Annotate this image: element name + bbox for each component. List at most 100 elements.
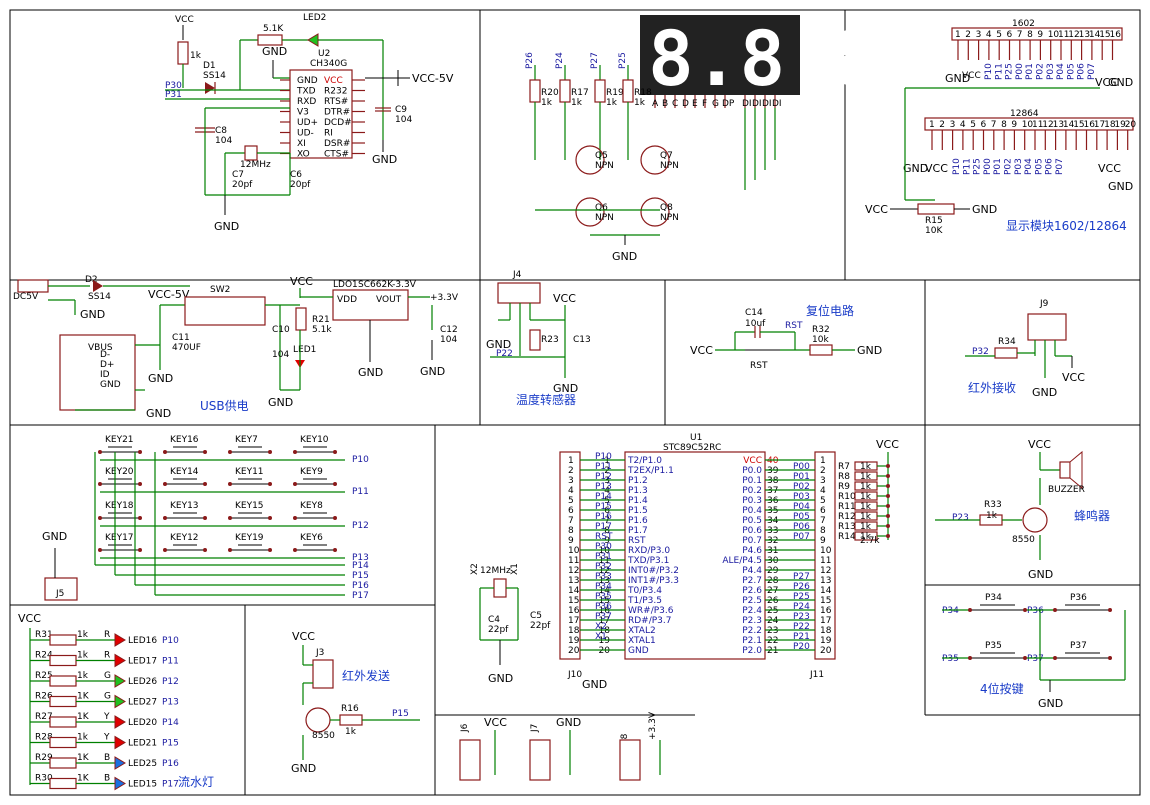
mcu-pin-left: WR#/P3.6 <box>628 606 674 616</box>
mcu-pin-right: P0.4 <box>742 506 762 516</box>
lcd1602-pin-number: 11 <box>1058 30 1069 40</box>
mcu-pin-number: 21 <box>767 646 778 656</box>
gnd-pin-label: GND <box>100 380 121 390</box>
rst-net: RST <box>785 321 803 331</box>
u1-label: U1 <box>690 433 702 443</box>
lcd-net: P02 <box>1036 63 1046 80</box>
p22-net: P22 <box>496 349 513 359</box>
junction-dot <box>268 548 272 552</box>
key-row-net: P12 <box>352 521 369 531</box>
flow-resistor-label: R31 <box>35 630 53 640</box>
digit-resistor-label: R20 <box>541 88 559 98</box>
lcd12864-pin-number: 9 <box>1011 120 1017 130</box>
junction-dot <box>886 504 890 508</box>
junction-dot <box>293 450 297 454</box>
mcu-pin-number: 10 <box>599 546 611 556</box>
mcu-pin-number: 16 <box>599 606 611 616</box>
header-pin-number: 13 <box>820 576 831 586</box>
led1-label: LED1 <box>293 345 316 355</box>
junction-dot <box>886 484 890 488</box>
r15-label: R15 <box>925 216 943 226</box>
header-pin-number: 16 <box>568 606 580 616</box>
gnd-label: GND <box>945 72 970 85</box>
r33-value: 1k <box>986 511 998 521</box>
mcu-pin-number: 32 <box>767 536 778 546</box>
j6-label: J6 <box>460 723 470 733</box>
lcd12864-pin-number: 14 <box>1063 120 1075 130</box>
header-pin-number: 9 <box>568 536 574 546</box>
resistor-r16 <box>339 714 363 726</box>
junction-dot <box>228 548 232 552</box>
mcu-net-left: P30 <box>595 542 612 552</box>
r32-value: 10k <box>812 335 829 345</box>
digit-resistor <box>529 79 541 103</box>
lcd12864-pin-number: 3 <box>950 120 956 130</box>
header-pin-number: 7 <box>568 516 574 526</box>
lcd12864-pin-number: 18 <box>1104 120 1116 130</box>
resistor-r32 <box>809 344 833 356</box>
flow-led-color: B <box>104 753 110 763</box>
buzzer-label: BUZZER <box>1048 485 1085 495</box>
mcu-net-right: P24 <box>793 602 810 612</box>
segment-label: B <box>662 99 668 109</box>
pullup-array-value: 2.7k <box>860 536 880 546</box>
seven-segment-display <box>640 15 800 95</box>
ch340-pin-left: XO <box>297 150 310 160</box>
lcd1602-pin-number: 16 <box>1110 30 1122 40</box>
header-pin-number: 10 <box>820 546 832 556</box>
flow-resistor-label: R25 <box>35 671 53 681</box>
flow-led-icon <box>114 756 126 770</box>
j7-header <box>529 739 551 781</box>
key-row-net: P13 <box>352 553 369 563</box>
section-borders <box>9 9 1141 796</box>
lcd1602-pin-number: 2 <box>965 30 971 40</box>
flow-resistor <box>49 736 77 749</box>
display-digits: 8.8.8.8 <box>648 14 968 103</box>
d1-label: D1 <box>203 61 216 71</box>
transistor-8550-icon <box>1022 507 1048 533</box>
lcd-net: P11 <box>994 63 1004 80</box>
junction-dot <box>1053 608 1057 612</box>
mcu-pin-left: INT1#/P3.3 <box>628 576 679 586</box>
transistor-label: Q7 <box>660 151 673 161</box>
junction-dot <box>293 548 297 552</box>
c9-value: 104 <box>395 115 412 125</box>
flow-resistor <box>49 634 77 646</box>
ldo-chip <box>332 289 409 321</box>
mcu-pin-number: 7 <box>604 516 610 526</box>
key-label: KEY16 <box>170 435 199 445</box>
key-label: KEY7 <box>235 435 258 445</box>
key-row-net: P10 <box>352 455 369 465</box>
mcu-pin-number: 24 <box>767 616 779 626</box>
lcd-net: P11 <box>962 158 972 175</box>
pullup-value: 1k <box>860 482 872 492</box>
buzzer-icon <box>1059 461 1071 479</box>
header-pin-number: 2 <box>568 466 574 476</box>
junction-dot <box>886 534 890 538</box>
mcu-pin-left: INT0#/P3.2 <box>628 566 679 576</box>
gnd-label: GND <box>268 396 293 409</box>
v33-label: +3.3V <box>648 711 658 740</box>
mcu-pin-number: 25 <box>767 606 778 616</box>
mcu-pin-right: P2.4 <box>742 606 762 616</box>
segment-label: F <box>702 99 707 109</box>
mcu-pin-number: 38 <box>767 476 779 486</box>
pullup-label: R11 <box>838 502 856 512</box>
gnd-label: GND <box>612 250 637 263</box>
c5-value: 22pf <box>530 621 551 631</box>
c8-value: 104 <box>215 136 232 146</box>
ch340-pin-right: VCC <box>324 76 343 86</box>
diode-icon <box>205 82 215 94</box>
j7-label: J7 <box>530 724 540 733</box>
junction-dot <box>138 548 142 552</box>
mcu-pin-left: P1.4 <box>628 496 648 506</box>
mcu-pin-number: 31 <box>767 546 778 556</box>
lcd-net: P25 <box>1005 63 1015 80</box>
resistor-r23 <box>529 329 541 351</box>
transistor-type: NPN <box>660 161 679 171</box>
flow-led-label: LED20 <box>128 718 157 728</box>
mcu-net-left: P33 <box>595 572 612 582</box>
junction-dot <box>968 656 972 660</box>
